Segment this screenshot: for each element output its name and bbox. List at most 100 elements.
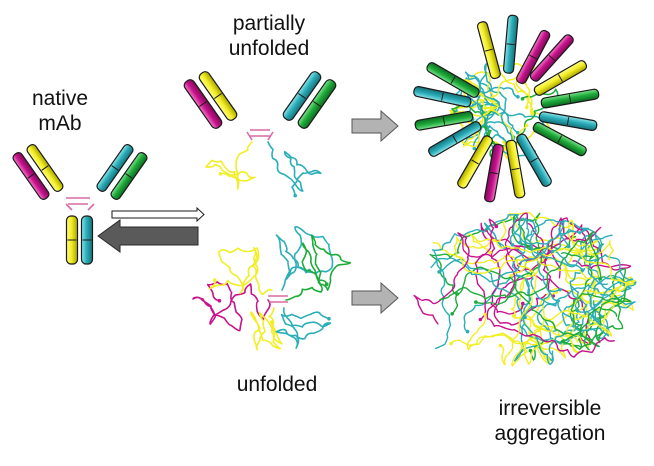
label-aggregation-line1: irreversible [498,397,602,420]
chain-end-dot [472,146,477,151]
chain-end-dot [521,301,525,306]
aggregated-peptide-chain [563,293,632,348]
disulfide-bond [246,131,253,141]
disulfide-bond [87,203,95,211]
chain-end-dot [218,172,223,176]
chain-end-dot [270,320,274,324]
chain-end-dot [516,95,520,99]
label-native-line1: native [31,87,89,110]
aggregated-peptide-chain [549,243,632,297]
chain-end-dot [437,270,441,274]
chain-end-dot [217,298,222,303]
aggregated-peptide-chain [430,227,589,283]
process-arrow-top [351,109,399,143]
aggregated-domain [516,133,552,187]
aggregated-domain [428,121,482,157]
aggregated-peptide-chain [463,274,554,362]
chain-end-dot [530,112,534,116]
chain-end-dot [518,240,522,245]
disulfide-bond [267,131,274,141]
aggregated-peptide-chain [439,231,602,301]
aggregated-domain [502,14,519,74]
chain-end-dot [324,282,329,287]
aggregated-peptide-chain [511,291,579,367]
partially-unfolded-antibody-icon [183,71,337,198]
chain-end-dot [566,244,571,249]
chain-end-dot [213,278,217,283]
light-chain-left [12,152,50,200]
unfolded-peptide-chain [285,234,352,301]
heavy-chain-arm-right [282,71,322,121]
forward-thin-arrow [111,206,205,223]
aggregated-peptide-chain [431,214,522,350]
process-arrows [351,109,399,315]
aggregated-domain [457,135,493,189]
chain-end-dot [474,300,478,304]
aggregated-peptide-chain [474,217,602,321]
fc-heavy-yellow [65,215,79,265]
chain-end-dot [524,123,529,128]
chain-end-dot [598,277,603,281]
unfolded-peptide-chain [250,307,283,351]
fc-heavy-cyan [80,215,94,265]
aggregated-domain [540,88,600,109]
aggregated-peptide-chain [519,217,613,268]
heavy-chain-arm-right [96,144,134,192]
native-antibody-icon [12,144,148,265]
aggregated-peptide-chain [413,218,497,325]
aggregated-domain [538,111,598,132]
chain-end-dot [511,314,516,318]
aggregated-peptide-chain [466,307,612,351]
reverse-thick-arrow [97,219,199,253]
aggregated-domain [483,143,504,203]
aggregated-domain [426,62,480,98]
aggregated-domain [413,85,472,108]
chain-end-dot [293,193,298,198]
aggregated-peptide-chain [432,242,537,366]
ordered-aggregate-icon [413,14,600,203]
aggregated-peptide-chain [509,217,609,337]
light-chain-left [183,79,223,129]
chain-end-dot [327,316,331,321]
chain-end-dot [520,97,525,101]
aggregated-peptide-chain [451,266,618,336]
aggregated-domain [476,21,501,80]
aggregated-domain [414,110,474,131]
equilibrium-arrows [97,206,205,253]
unfolded-fc-cyan [267,141,322,197]
chain-end-dot [561,339,566,343]
unfolded-fc-yellow [205,141,256,190]
label-partially-line1: partially [232,12,306,35]
aggregated-domain [505,139,526,199]
chain-end-dot [465,329,470,334]
heavy-chain-arm-left [198,71,238,121]
label-native-line2: mAb [38,112,82,135]
chain-end-dot [488,250,492,255]
chain-end-dot [450,312,455,316]
unfolded-peptide-chain [192,281,271,332]
chain-end-dot [528,348,533,353]
irreversible-aggregate-icon [413,211,637,367]
aggregated-domain [529,34,574,82]
chain-end-dot [524,105,529,110]
label-aggregation-line2: aggregation [494,422,606,445]
chain-end-dot [478,317,483,322]
process-arrow-bottom [351,281,399,315]
heavy-chain-arm-left [26,144,64,192]
aggregated-peptide-chain [466,232,636,293]
unfolded-chains-icon [192,226,352,351]
label-partially-line2: unfolded [228,37,310,60]
chain-end-dot [498,343,503,348]
aggregated-domain [516,29,551,85]
aggregated-peptide-chain [429,212,549,295]
chain-end-dot [550,249,555,254]
chain-end-dot [449,341,453,346]
light-chain-right [110,152,148,200]
disulfide-bond [65,203,73,211]
chain-end-dot [575,308,580,313]
aggregated-domain [532,121,587,157]
chain-end-dot [483,312,487,317]
unfolded-peptide-chain [275,307,332,349]
